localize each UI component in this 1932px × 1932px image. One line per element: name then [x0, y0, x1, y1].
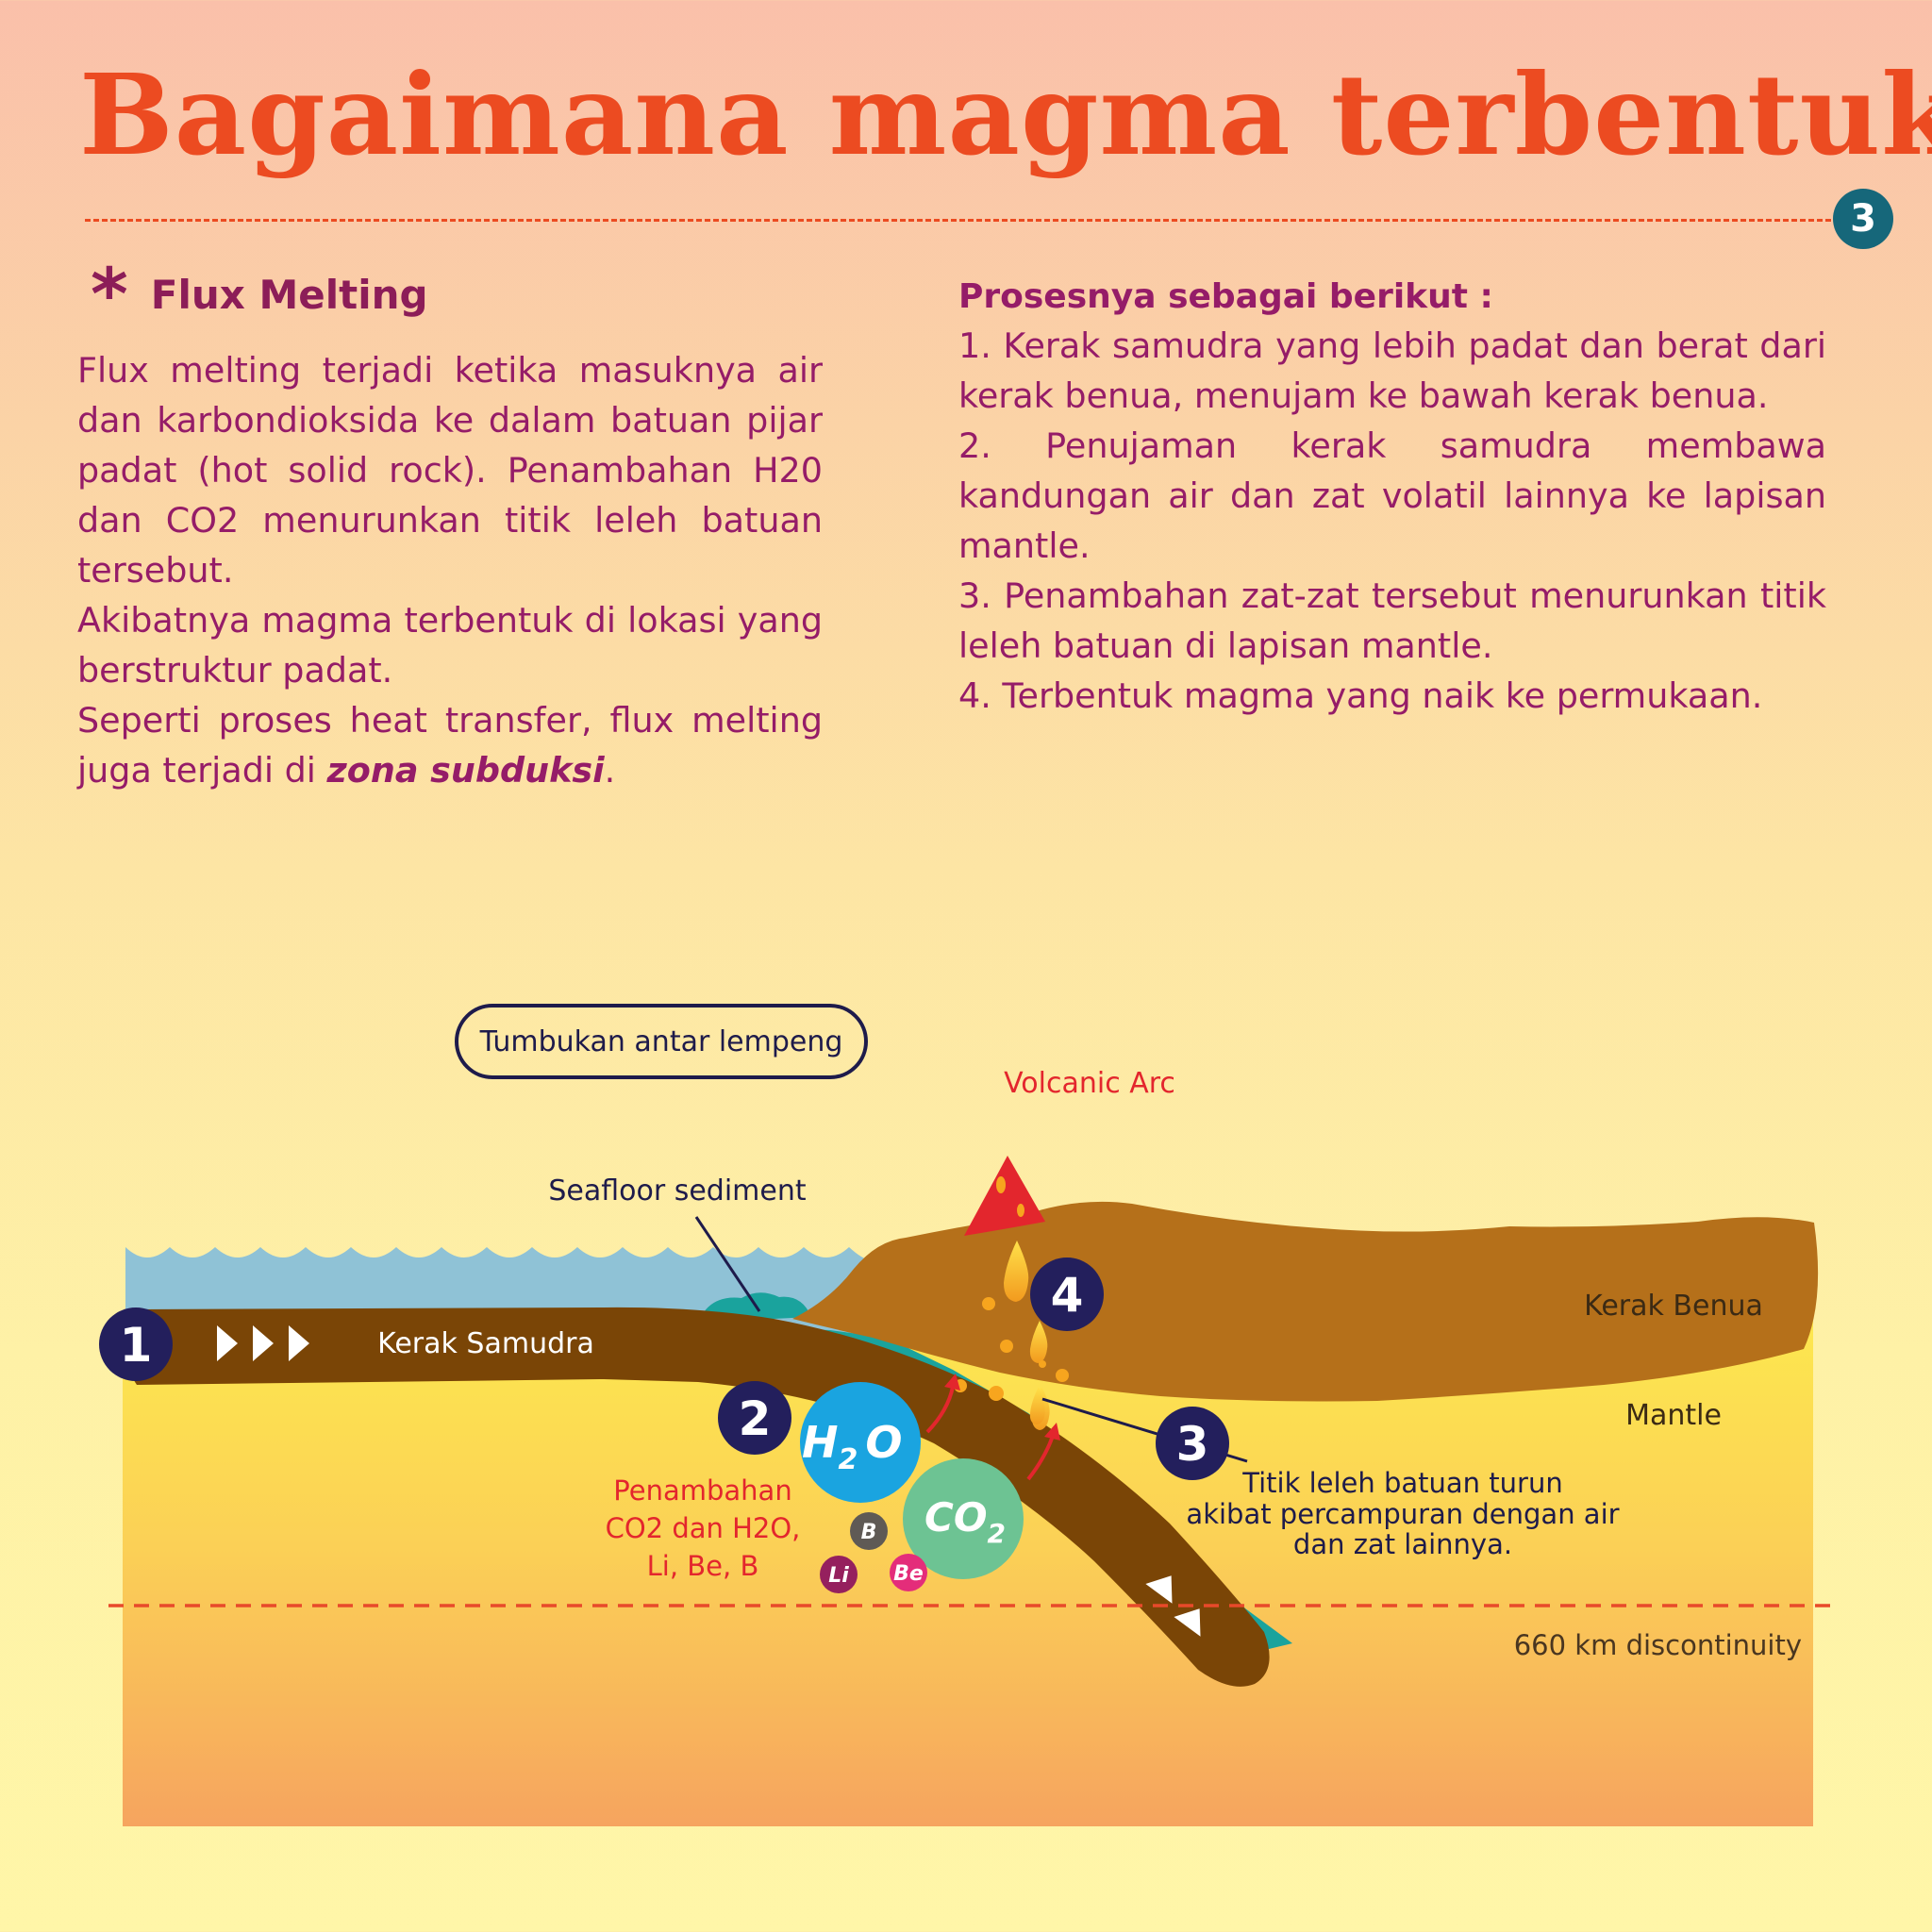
boron-label: B: [861, 1521, 877, 1544]
paragraph-3-prefix: Seperti proses heat transfer, flux melti…: [77, 700, 823, 791]
title-divider: [85, 219, 1840, 222]
magma-drop: [1029, 1321, 1048, 1363]
beryllium-circle: [890, 1554, 927, 1591]
melting-label-line-3: dan zat lainnya.: [1293, 1528, 1512, 1560]
seafloor-leader-line: [694, 1216, 761, 1312]
process-step-1: 1. Kerak samudra yang lebih padat dan be…: [958, 325, 1826, 416]
description-paragraph-2: Akibatnya magma terbentuk di lokasi yang…: [77, 600, 823, 691]
magma-drop: [1004, 1241, 1029, 1302]
magma-bubble: [1000, 1340, 1013, 1353]
magma-drop: [1029, 1387, 1045, 1424]
marker-4-label: 4: [1051, 1268, 1084, 1323]
movement-arrow-icon: [253, 1325, 274, 1361]
mantle-label: Mantle: [1625, 1399, 1722, 1432]
volcano-cone: [964, 1156, 1045, 1236]
paragraph-3-suffix: .: [604, 750, 616, 791]
boron-circle: [850, 1512, 888, 1550]
process-step-2: 2. Penujaman kerak samudra membawa kandu…: [958, 425, 1826, 566]
marker-2-label: 2: [739, 1391, 772, 1446]
oceanic-crust-label: Kerak Samudra: [377, 1327, 594, 1360]
rising-arrow-icon: [925, 1386, 955, 1434]
marker-1: 1: [99, 1307, 173, 1381]
subduction-arrow-icon: [1174, 1608, 1201, 1637]
asterisk-icon: *: [91, 252, 128, 336]
process-heading: Prosesnya sebagai berikut :: [958, 277, 1493, 316]
description-paragraph-3: Seperti proses heat transfer, flux melti…: [77, 695, 823, 795]
movement-arrow-icon: [289, 1325, 309, 1361]
continental-crust: [792, 1201, 1819, 1402]
addition-label-line-2: CO2 dan H2O,: [606, 1512, 801, 1544]
lithium-label: Li: [828, 1564, 849, 1588]
flux-melting-description: Flux melting terjadi ketika masuknya air…: [77, 345, 823, 795]
rising-arrow-head: [1044, 1423, 1060, 1441]
marker-1-label: 1: [120, 1318, 153, 1373]
marker-3: 3: [1156, 1407, 1229, 1480]
process-steps: 1. Kerak samudra yang lebih padat dan be…: [958, 321, 1826, 721]
oceanic-crust-slab: [124, 1307, 1270, 1687]
page-number-badge: 3: [1833, 189, 1893, 249]
subduction-zone-emphasis: zona subduksi: [326, 750, 605, 791]
addition-label-line-1: Penambahan: [613, 1474, 791, 1507]
discontinuity-label: 660 km discontinuity: [1514, 1629, 1802, 1661]
rising-arrow-head: [944, 1374, 960, 1391]
co2-label: CO2: [924, 1494, 1006, 1549]
volcano-lava-drop: [1017, 1204, 1024, 1217]
beryllium-label: Be: [893, 1562, 924, 1586]
lithium-circle: [820, 1556, 858, 1593]
melting-label-line-2: akibat percampuran dengan air: [1186, 1498, 1619, 1530]
description-paragraph-1: Flux melting terjadi ketika masuknya air…: [77, 350, 823, 591]
process-step-4: 4. Terbentuk magma yang naik ke permukaa…: [958, 675, 1763, 716]
movement-arrow-icon: [217, 1325, 238, 1361]
subduction-arrow-icon: [1145, 1575, 1173, 1604]
collision-label: Tumbukan antar lempeng: [479, 1025, 843, 1058]
collision-label-box: [455, 1004, 868, 1079]
magma-bubble: [989, 1386, 1004, 1401]
flux-melting-heading: * Flux Melting: [91, 252, 428, 336]
magma-bubble: [982, 1297, 995, 1310]
flux-melting-title: Flux Melting: [150, 271, 428, 318]
co2-circle: [903, 1458, 1024, 1579]
seafloor-sediment-label: Seafloor sediment: [548, 1174, 807, 1208]
magma-bubble: [1056, 1369, 1069, 1382]
page-title: Bagaimana magma terbentuk?: [79, 49, 1932, 180]
magma-bubble: [1039, 1360, 1046, 1368]
continental-crust-label: Kerak Benua: [1584, 1290, 1763, 1323]
melting-label-line-1: Titik leleh batuan turun: [1241, 1467, 1562, 1499]
volcano-lava-drop: [996, 1176, 1006, 1193]
process-step-3: 3. Penambahan zat-zat tersebut menurunka…: [958, 575, 1826, 666]
volcanic-arc-label: Volcanic Arc: [1004, 1067, 1175, 1100]
h2o-circle: [800, 1382, 921, 1503]
rising-arrow-icon: [1026, 1435, 1055, 1481]
marker-3-label: 3: [1176, 1417, 1209, 1472]
addition-label-line-3: Li, Be, B: [647, 1550, 759, 1582]
marker-4: 4: [1030, 1257, 1104, 1331]
marker-2: 2: [718, 1381, 791, 1455]
